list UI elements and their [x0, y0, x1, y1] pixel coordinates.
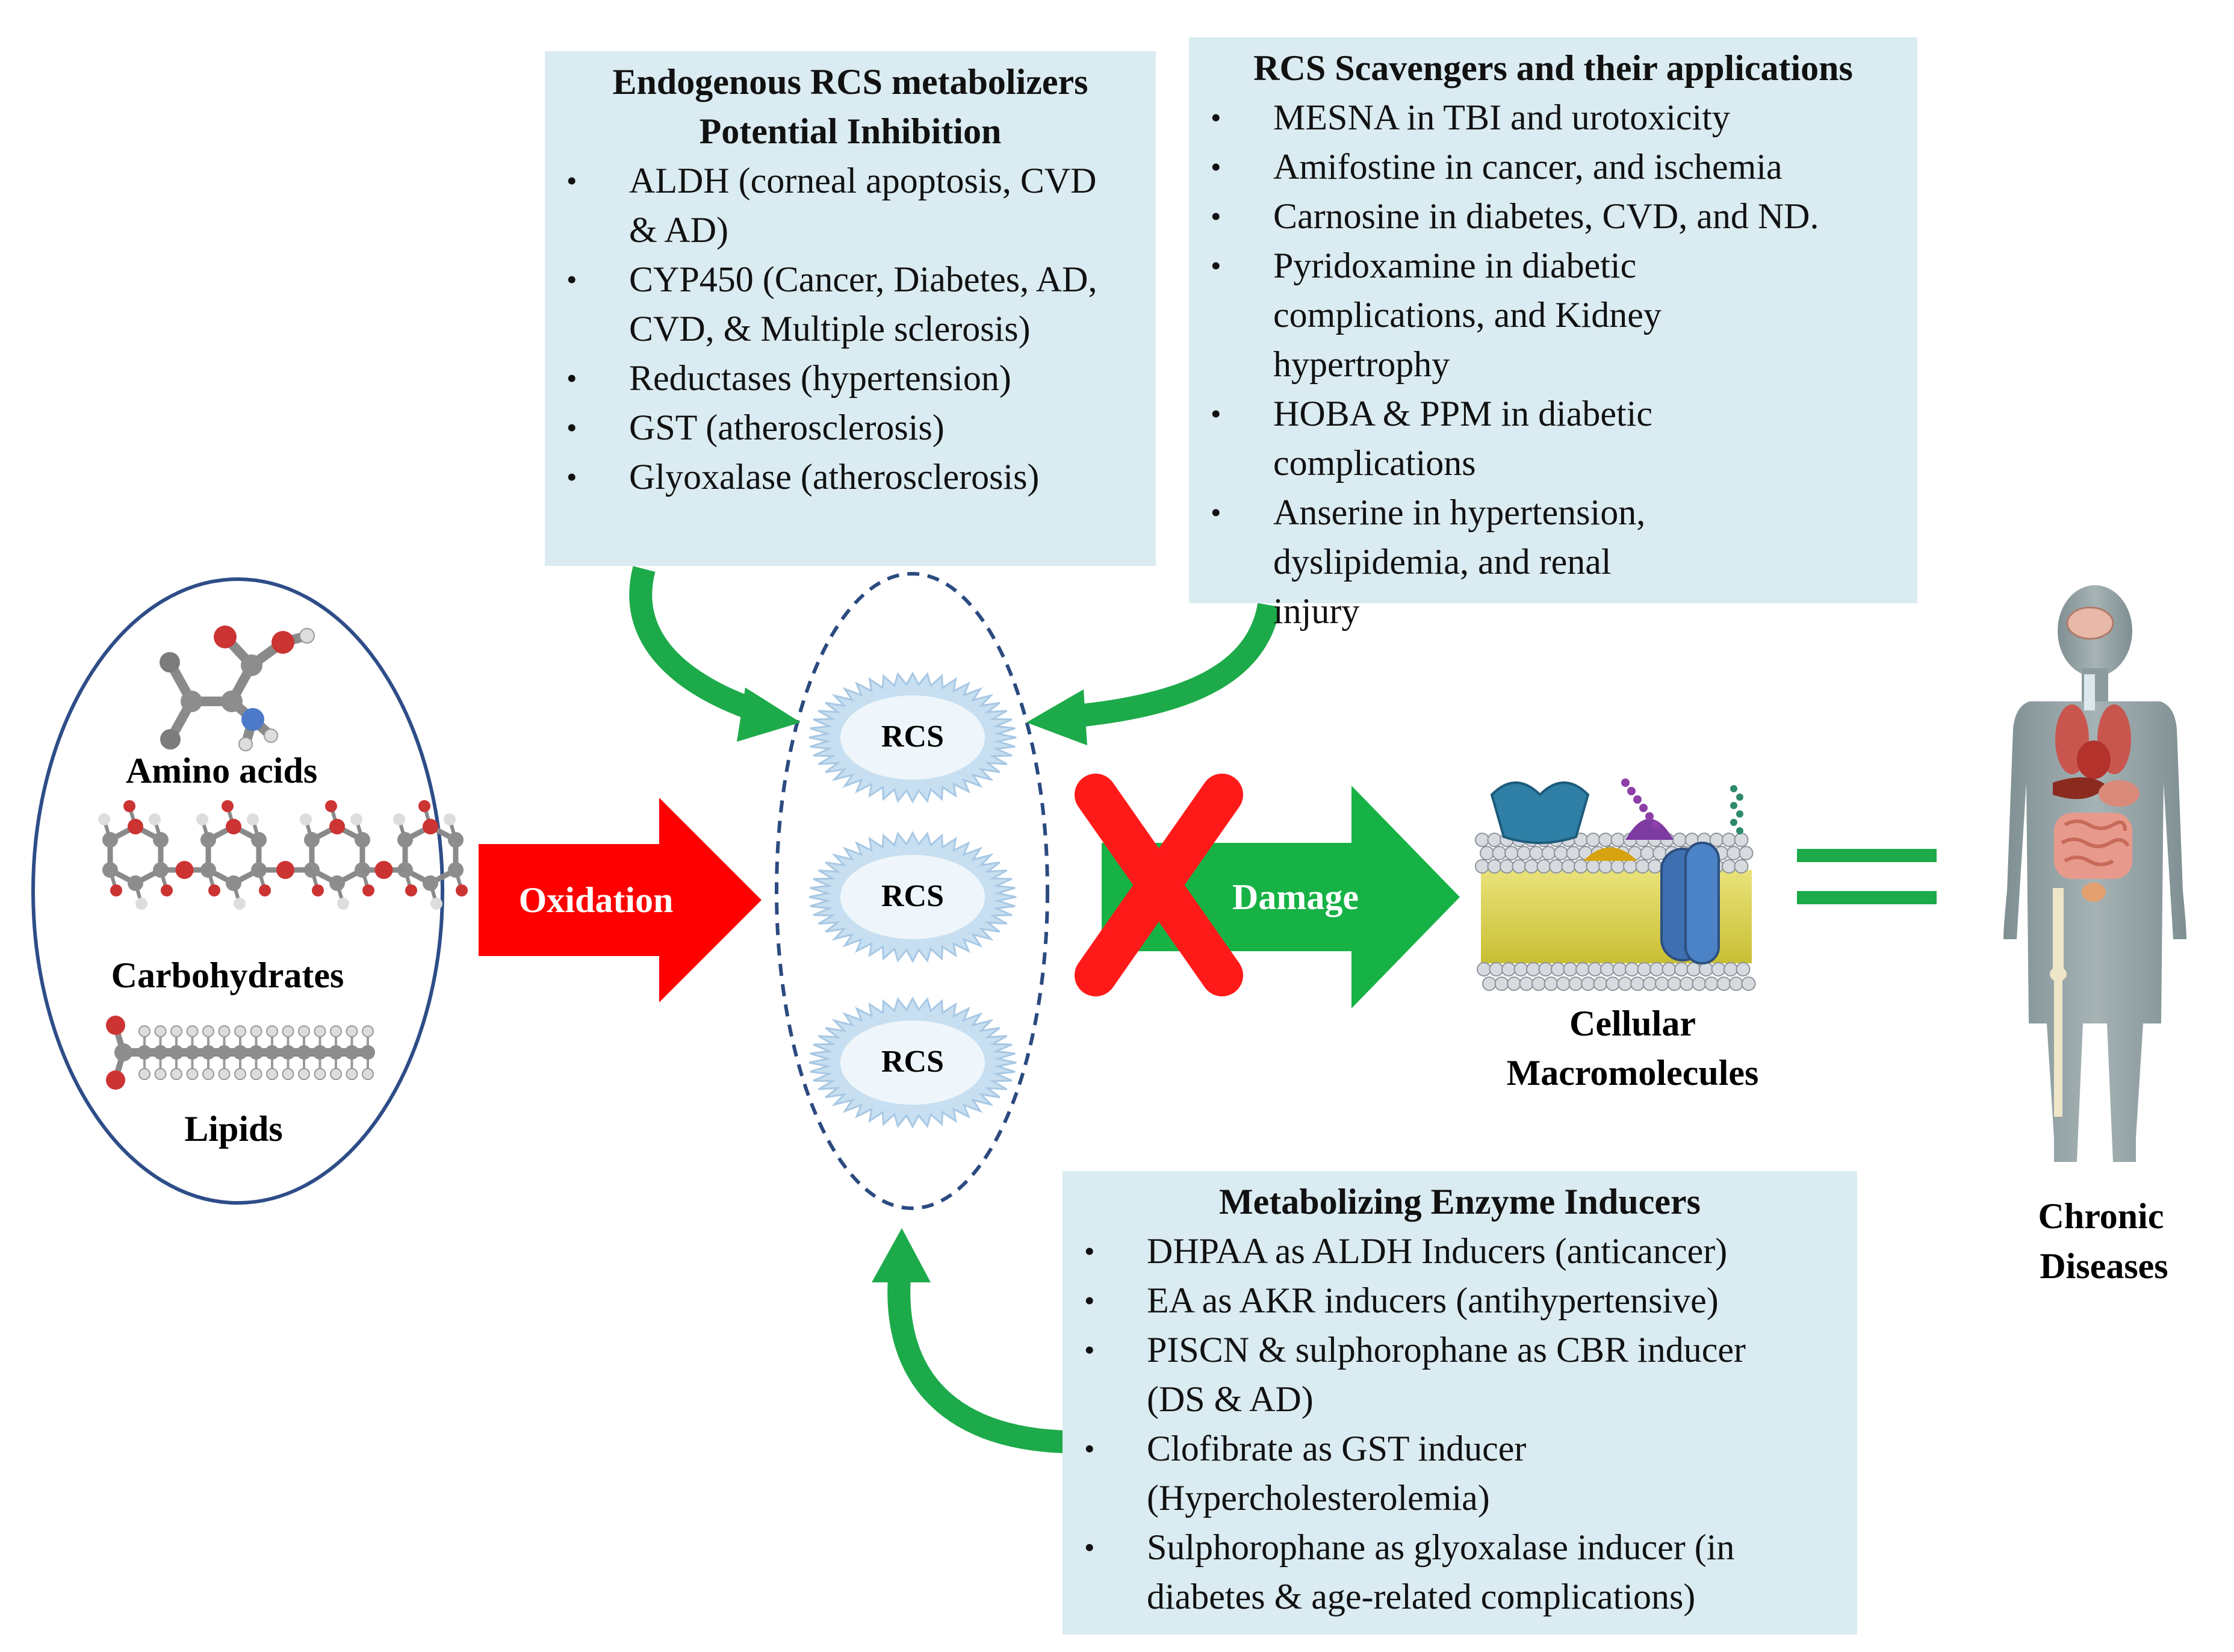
equals-sign-icon: [1797, 849, 1937, 904]
list-item: Glyoxalase (atherosclerosis): [559, 452, 1141, 502]
list-item: Anserine in hypertension, dyslipidemia, …: [1203, 488, 1903, 636]
membrane-icon: [1475, 778, 1756, 991]
scavengers-list: MESNA in TBI and urotoxicity Amifostine …: [1203, 93, 1903, 636]
source-label-carbohydrates: Carbohydrates: [111, 955, 344, 995]
list-item: ALDH (corneal apoptosis, CVD & AD): [559, 156, 1141, 255]
lipid-molecule-icon: [106, 1016, 375, 1090]
block-cross-icon: [1075, 774, 1243, 996]
list-item: DHPAA as ALDH Inducers (anticancer): [1077, 1226, 1843, 1276]
metabolizers-title: Endogenous RCS metabolizers Potential In…: [559, 57, 1141, 156]
list-item: Sulphorophane as glyoxalase inducer (in …: [1077, 1523, 1843, 1621]
rcs-label-1: RCS: [881, 719, 944, 754]
inducer-curve-arrow: [872, 1228, 1069, 1453]
cellular-label-line2: Macromolecules: [1507, 1053, 1759, 1093]
inducers-box: Metabolizing Enzyme Inducers DHPAA as AL…: [1063, 1171, 1857, 1635]
metabolizers-title-line1: Endogenous RCS metabolizers: [612, 62, 1088, 102]
chronic-label-line2: Diseases: [2040, 1246, 2168, 1286]
list-item: MESNA in TBI and urotoxicity: [1203, 93, 1903, 142]
metabolizers-list: ALDH (corneal apoptosis, CVD & AD) CYP45…: [559, 156, 1141, 502]
list-item: Carnosine in diabetes, CVD, and ND.: [1203, 191, 1903, 241]
source-label-lipids: Lipids: [184, 1109, 282, 1149]
rcs-ellipse: [775, 572, 1049, 1210]
list-item: PISCN & sulphorophane as CBR inducer (DS…: [1077, 1325, 1843, 1424]
source-label-amino-acids: Amino acids: [126, 751, 317, 790]
metabolizers-title-line2: Potential Inhibition: [699, 111, 1002, 151]
list-item: GST (atherosclerosis): [559, 403, 1141, 452]
damage-label: Damage: [1232, 877, 1359, 917]
list-item: Clofibrate as GST inducer (Hypercholeste…: [1077, 1424, 1843, 1523]
sources-group: Amino acids Carbohydrates Lipids: [31, 577, 468, 1205]
list-item: Pyridoxamine in diabetic complications, …: [1203, 241, 1903, 389]
metabolizer-curve-arrow: [629, 566, 801, 742]
list-item: Reductases (hypertension): [559, 353, 1141, 403]
scavengers-title: RCS Scavengers and their applications: [1253, 48, 1853, 88]
oxidation-label: Oxidation: [519, 880, 674, 920]
amino-acid-molecule-icon: [160, 626, 315, 751]
rcs-label-3: RCS: [881, 1045, 944, 1079]
inducers-title: Metabolizing Enzyme Inducers: [1219, 1182, 1701, 1222]
chronic-label-line1: Chronic: [2038, 1196, 2164, 1236]
inducers-list: DHPAA as ALDH Inducers (anticancer) EA a…: [1077, 1226, 1843, 1621]
cellular-label-line1: Cellular: [1569, 1004, 1696, 1043]
list-item: CYP450 (Cancer, Diabetes, AD, CVD, & Mul…: [559, 255, 1141, 353]
damage-arrow: Damage: [1102, 786, 1460, 1008]
oxidation-arrow: Oxidation: [479, 798, 762, 1002]
rcs-group: RCS RCS RCS: [775, 572, 1049, 1210]
carbohydrate-molecule-icon: [98, 800, 468, 910]
list-item: Amifostine in cancer, and ischemia: [1203, 142, 1903, 191]
scavengers-box: RCS Scavengers and their applications ME…: [1189, 37, 1917, 631]
list-item: HOBA & PPM in diabetic complications: [1203, 389, 1903, 488]
rcs-label-2: RCS: [881, 879, 944, 913]
list-item: EA as AKR inducers (antihypertensive): [1077, 1276, 1843, 1325]
human-body-icon: [2003, 585, 2186, 1162]
metabolizers-box: Endogenous RCS metabolizers Potential In…: [545, 51, 1156, 566]
